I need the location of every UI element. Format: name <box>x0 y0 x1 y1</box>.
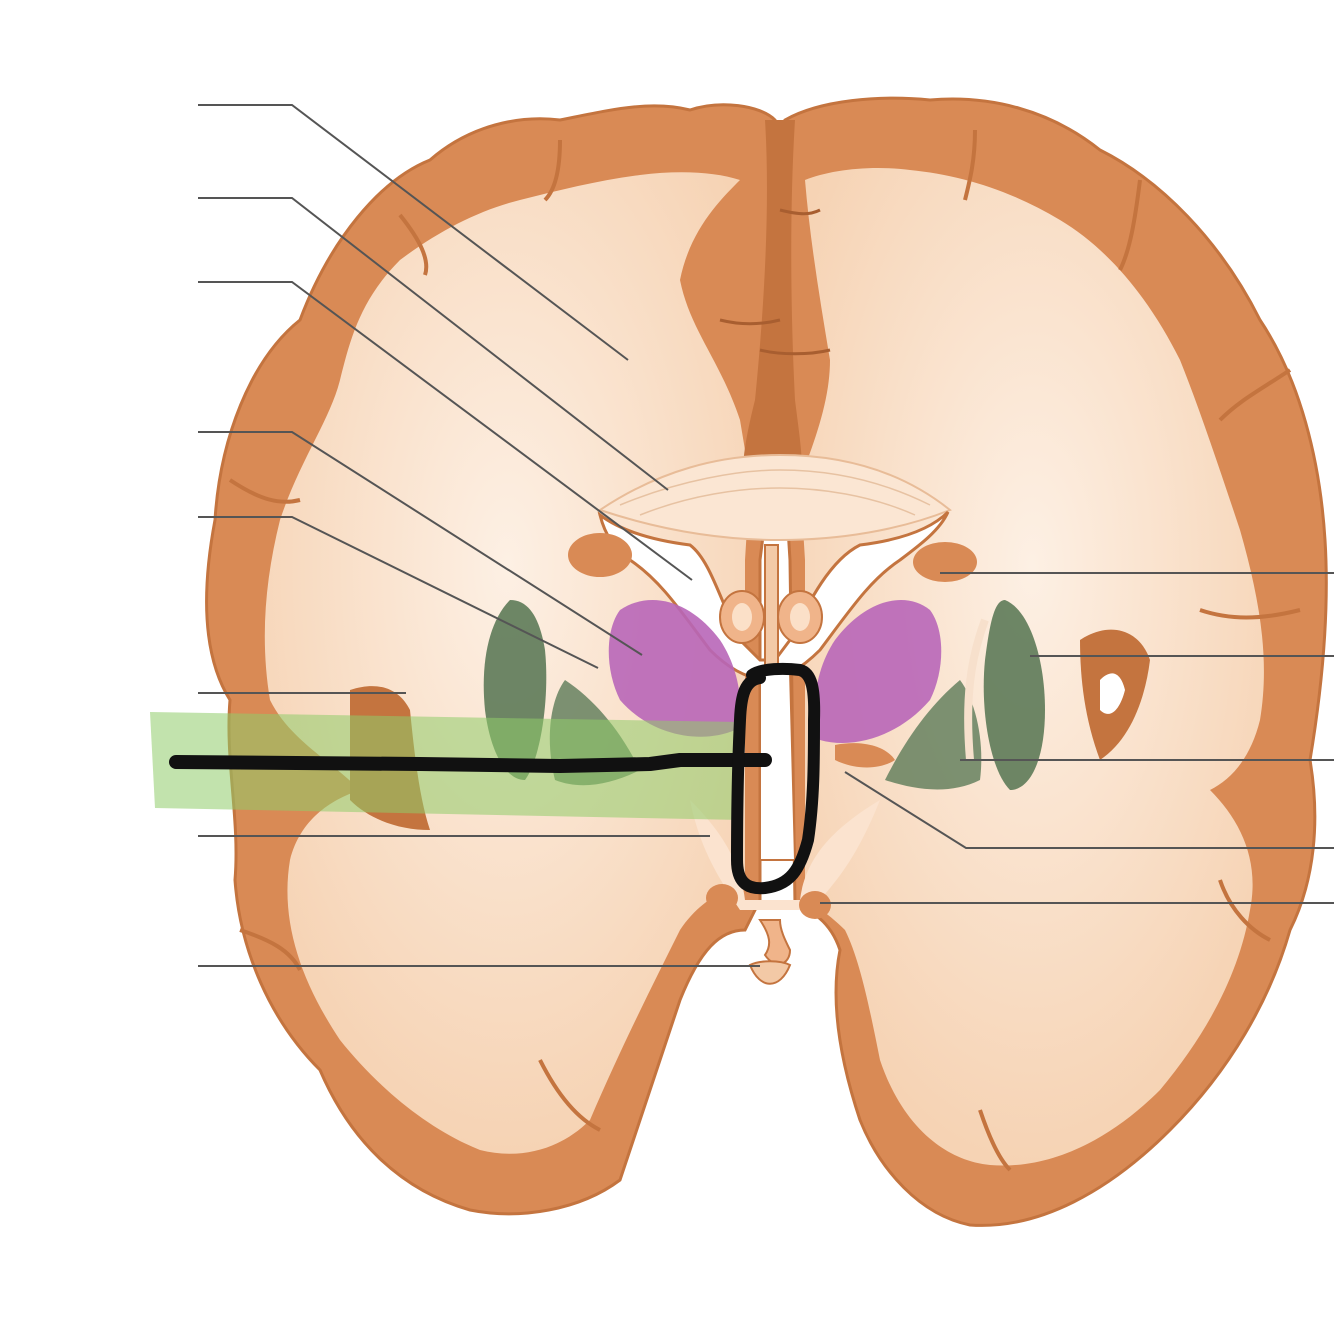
black-marker-loop <box>737 669 814 888</box>
black-marker-line <box>176 760 765 766</box>
